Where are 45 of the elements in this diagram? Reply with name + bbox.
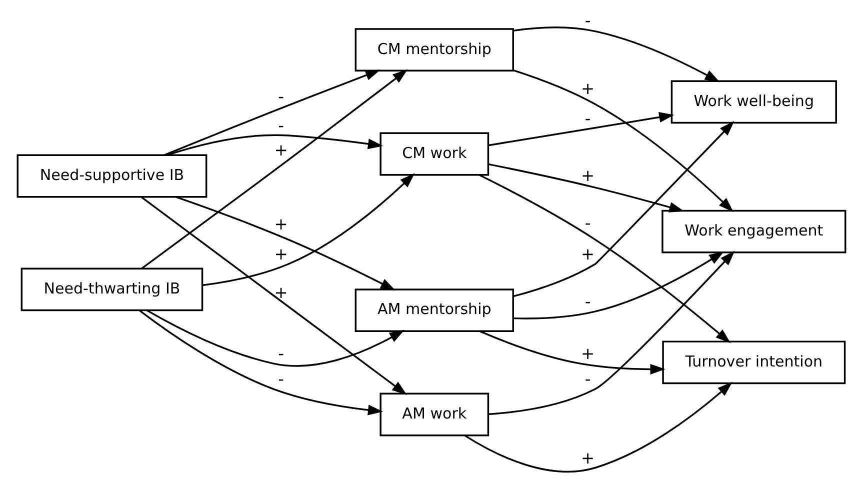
node-box: CM work — [379, 132, 489, 176]
arrow — [478, 174, 730, 344]
arrow — [140, 196, 406, 395]
edge-label: - — [584, 370, 590, 389]
edge-label: - — [278, 116, 284, 136]
edge-label: - — [584, 292, 590, 312]
edge-label: + — [580, 344, 594, 364]
node-box: Work engagement — [661, 210, 846, 254]
arrow — [478, 330, 665, 374]
arrow — [488, 163, 684, 212]
node-box: AM mentorship — [354, 288, 514, 332]
arrow — [166, 134, 383, 156]
arrow — [512, 26, 720, 82]
edge-label: + — [274, 214, 288, 234]
node-box: AM work — [379, 392, 489, 436]
arrow — [146, 310, 404, 367]
arrow — [138, 310, 383, 416]
arrow — [512, 121, 734, 298]
edge-label: - — [584, 109, 590, 128]
edge-label: + — [274, 282, 288, 302]
arrow — [488, 112, 674, 146]
arrow — [140, 69, 408, 270]
edge-label: + — [580, 166, 594, 185]
node-box: Need-thwarting IB — [20, 268, 203, 312]
arrow — [202, 173, 414, 286]
arrow — [512, 69, 733, 212]
edge-label: + — [274, 244, 288, 264]
edge-label: - — [584, 213, 590, 232]
arrow — [512, 251, 724, 320]
node-box: Work well-being — [670, 80, 836, 124]
arrow — [164, 70, 380, 156]
edge-label: + — [580, 244, 594, 264]
node-box: Turnover intention — [662, 340, 846, 384]
arrow — [488, 250, 734, 416]
node-box: CM mentorship — [354, 28, 514, 72]
node-box: Need-supportive IB — [16, 154, 207, 198]
edge-label: - — [278, 344, 284, 364]
edge-label: - — [584, 10, 590, 30]
edge-label: - — [278, 87, 284, 106]
arrow — [175, 196, 396, 291]
edge-label: + — [274, 140, 288, 160]
edge-label: - — [278, 370, 284, 389]
edge-label: + — [580, 448, 594, 468]
arrow — [464, 382, 732, 472]
edge-label: + — [580, 79, 594, 98]
